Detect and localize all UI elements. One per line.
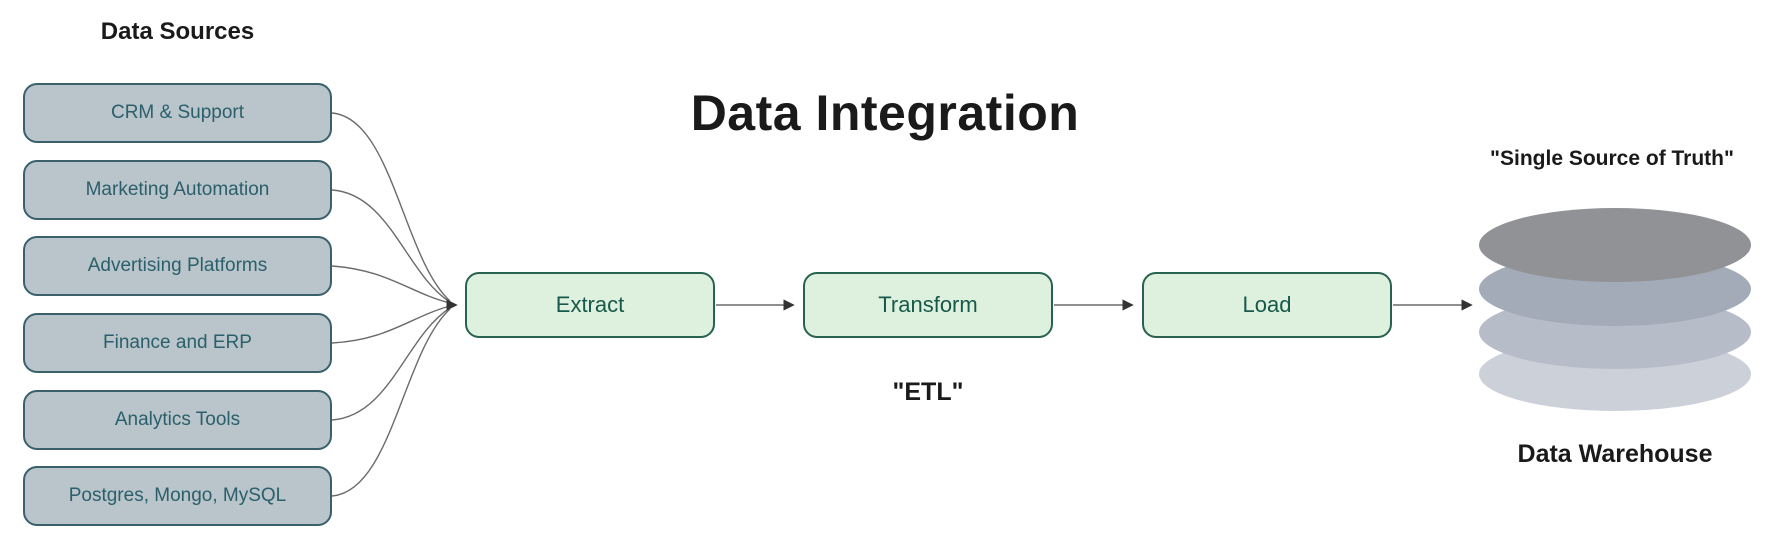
- step-node-label: Load: [1242, 292, 1292, 317]
- page-title: Data Integration: [690, 85, 1080, 141]
- single-source-of-truth-quote: "Single Source of Truth": [1490, 147, 1734, 170]
- source-node-label: Analytics Tools: [114, 409, 241, 430]
- warehouse-layer-1: [1479, 208, 1751, 282]
- source-node-advertising-platforms: Advertising Platforms: [23, 236, 332, 296]
- source-node-databases: Postgres, Mongo, MySQL: [23, 466, 332, 526]
- source-node-finance-erp: Finance and ERP: [23, 313, 332, 373]
- source-node-label: CRM & Support: [110, 102, 245, 123]
- connector-marketing-to-extract: [331, 189, 451, 303]
- data-sources-heading: Data Sources: [100, 18, 255, 45]
- step-node-transform: Transform: [803, 272, 1053, 338]
- connector-postgres-to-extract: [331, 308, 451, 497]
- step-node-label: Transform: [878, 292, 978, 317]
- source-node-label: Marketing Automation: [85, 179, 270, 200]
- data-warehouse-icon: [1479, 208, 1751, 411]
- data-warehouse-label: Data Warehouse: [1517, 440, 1713, 468]
- source-node-marketing-automation: Marketing Automation: [23, 160, 332, 220]
- step-node-load: Load: [1142, 272, 1392, 338]
- source-node-label: Postgres, Mongo, MySQL: [68, 485, 287, 506]
- connector-analytics-to-extract: [331, 307, 451, 421]
- step-node-label: Extract: [555, 292, 625, 317]
- connector-crm-to-extract: [331, 112, 451, 302]
- connector-advertising-to-extract: [331, 265, 451, 304]
- source-node-label: Finance and ERP: [103, 332, 252, 353]
- step-node-extract: Extract: [465, 272, 715, 338]
- source-node-crm-support: CRM & Support: [23, 83, 332, 143]
- source-node-analytics-tools: Analytics Tools: [23, 390, 332, 450]
- etl-caption: "ETL": [892, 378, 964, 406]
- source-connector-curves: [331, 112, 451, 497]
- source-node-label: Advertising Platforms: [87, 255, 268, 276]
- connector-finance-to-extract: [331, 305, 451, 344]
